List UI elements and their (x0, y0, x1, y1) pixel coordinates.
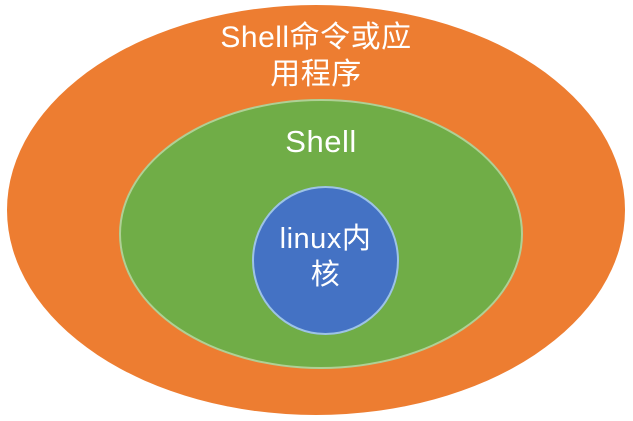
outer-ellipse-shell-commands: Shell命令或应 用程序 Shell linux内 核 (7, 5, 625, 415)
inner-circle-label: linux内 核 (280, 221, 372, 293)
inner-circle-linux-kernel: linux内 核 (252, 186, 399, 335)
inner-label-line1: linux内 (279, 222, 372, 255)
outer-ellipse-label: Shell命令或应 用程序 (7, 19, 625, 93)
middle-ellipse-label: Shell (285, 124, 357, 159)
outer-label-line2: 用程序 (270, 58, 362, 91)
outer-label-line1: Shell命令或应 (220, 21, 412, 54)
inner-label-line2: 核 (310, 258, 341, 291)
